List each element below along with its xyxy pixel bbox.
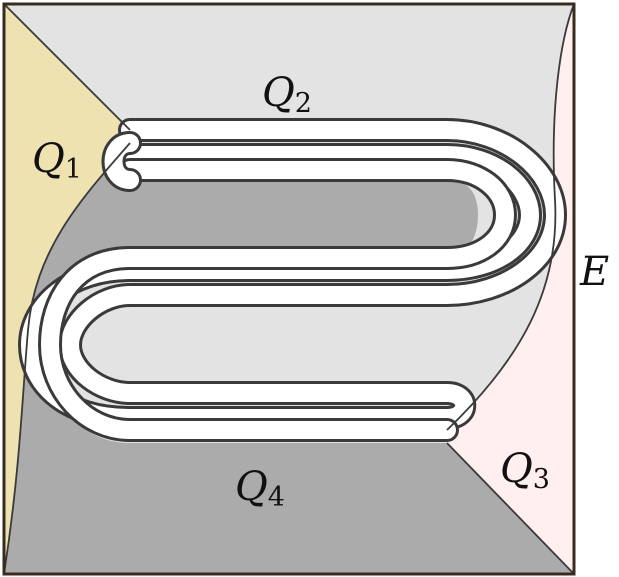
label-q2: Q2: [262, 70, 312, 119]
boundary-q1-q4: [3, 142, 131, 575]
frame: [2, 2, 576, 576]
region-q3: [447, 4, 574, 574]
boundary-q3-q4: [446, 442, 575, 575]
label-q4: Q4: [235, 464, 285, 513]
boundary-q2-q3: [446, 3, 575, 431]
boundary-q1-q2: [3, 3, 131, 131]
channel-outer-fill: [21, 121, 564, 427]
label-q3: Q3: [500, 446, 550, 495]
label-q1: Q1: [32, 136, 82, 185]
region-q1: [4, 4, 130, 574]
label-e: E: [579, 249, 609, 295]
channel-inner-fill: [41, 161, 514, 439]
